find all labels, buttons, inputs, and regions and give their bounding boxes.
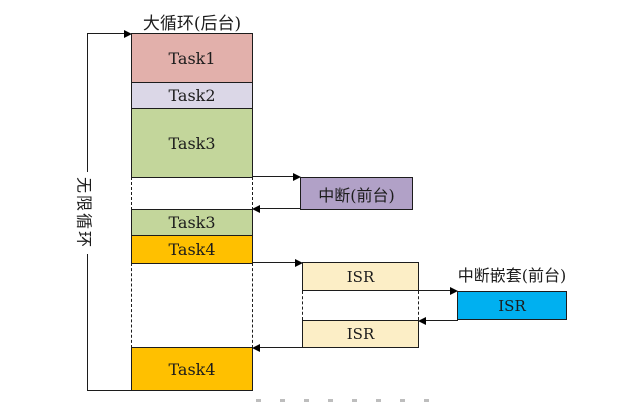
preempted-gap-interrupt xyxy=(131,177,253,210)
infinite-loop-label: 无限循环 xyxy=(74,176,94,249)
task3-box-resumed: Task3 xyxy=(131,209,253,236)
arrow-return-to-task4-line xyxy=(259,347,303,348)
interrupt-box: 中断(前台) xyxy=(300,177,413,210)
arrow-to-nested-isr-head-icon xyxy=(450,287,458,295)
loop-line-left-upper xyxy=(87,33,88,172)
task4-label: Task4 xyxy=(168,240,216,259)
loop-line-left-lower xyxy=(87,254,88,390)
isr-box-second: ISR xyxy=(302,320,419,348)
task3-label: Task3 xyxy=(168,133,216,153)
background-loop-title: 大循环(后台) xyxy=(142,14,242,34)
isr-box-first: ISR xyxy=(302,262,419,291)
loop-line-top xyxy=(87,33,125,34)
nested-isr-box: ISR xyxy=(457,291,567,320)
caption-fragment xyxy=(256,399,446,402)
task4-box-first: Task4 xyxy=(131,235,253,264)
arrow-to-isr1-head-icon xyxy=(295,259,303,267)
arrow-to-nested-isr-line xyxy=(418,290,451,291)
isr-second-label: ISR xyxy=(346,325,375,343)
task3-resumed-label: Task3 xyxy=(168,213,216,232)
task4-resumed-label: Task4 xyxy=(168,359,216,379)
task1-box: Task1 xyxy=(131,33,253,83)
arrow-to-interrupt-head-icon xyxy=(293,173,301,181)
loop-arrowhead-icon xyxy=(124,30,132,38)
task3-box-first: Task3 xyxy=(131,108,253,178)
nested-interrupt-title: 中断嵌套(前台) xyxy=(457,266,567,285)
arrow-return-from-nested-line xyxy=(425,320,458,321)
task4-box-resumed: Task4 xyxy=(131,347,253,391)
task2-box: Task2 xyxy=(131,82,253,109)
preempted-gap-isr xyxy=(131,263,253,348)
nested-isr-label: ISR xyxy=(498,296,526,315)
arrow-return-to-task4-head-icon xyxy=(252,344,260,352)
interrupt-label: 中断(前台) xyxy=(318,185,395,205)
task2-label: Task2 xyxy=(168,86,216,105)
arrow-to-isr1-line xyxy=(252,262,296,263)
arrow-return-from-interrupt-line xyxy=(259,208,301,209)
task1-label: Task1 xyxy=(168,48,216,68)
isr-first-label: ISR xyxy=(346,267,375,286)
arrow-return-from-interrupt-head-icon xyxy=(252,205,260,213)
isr-gap-dash-left xyxy=(302,291,303,320)
arrow-return-from-nested-head-icon xyxy=(418,317,426,325)
isr-gap-dash-right xyxy=(418,291,419,320)
loop-line-bottom xyxy=(87,390,132,391)
arrow-to-interrupt-line xyxy=(252,176,294,177)
